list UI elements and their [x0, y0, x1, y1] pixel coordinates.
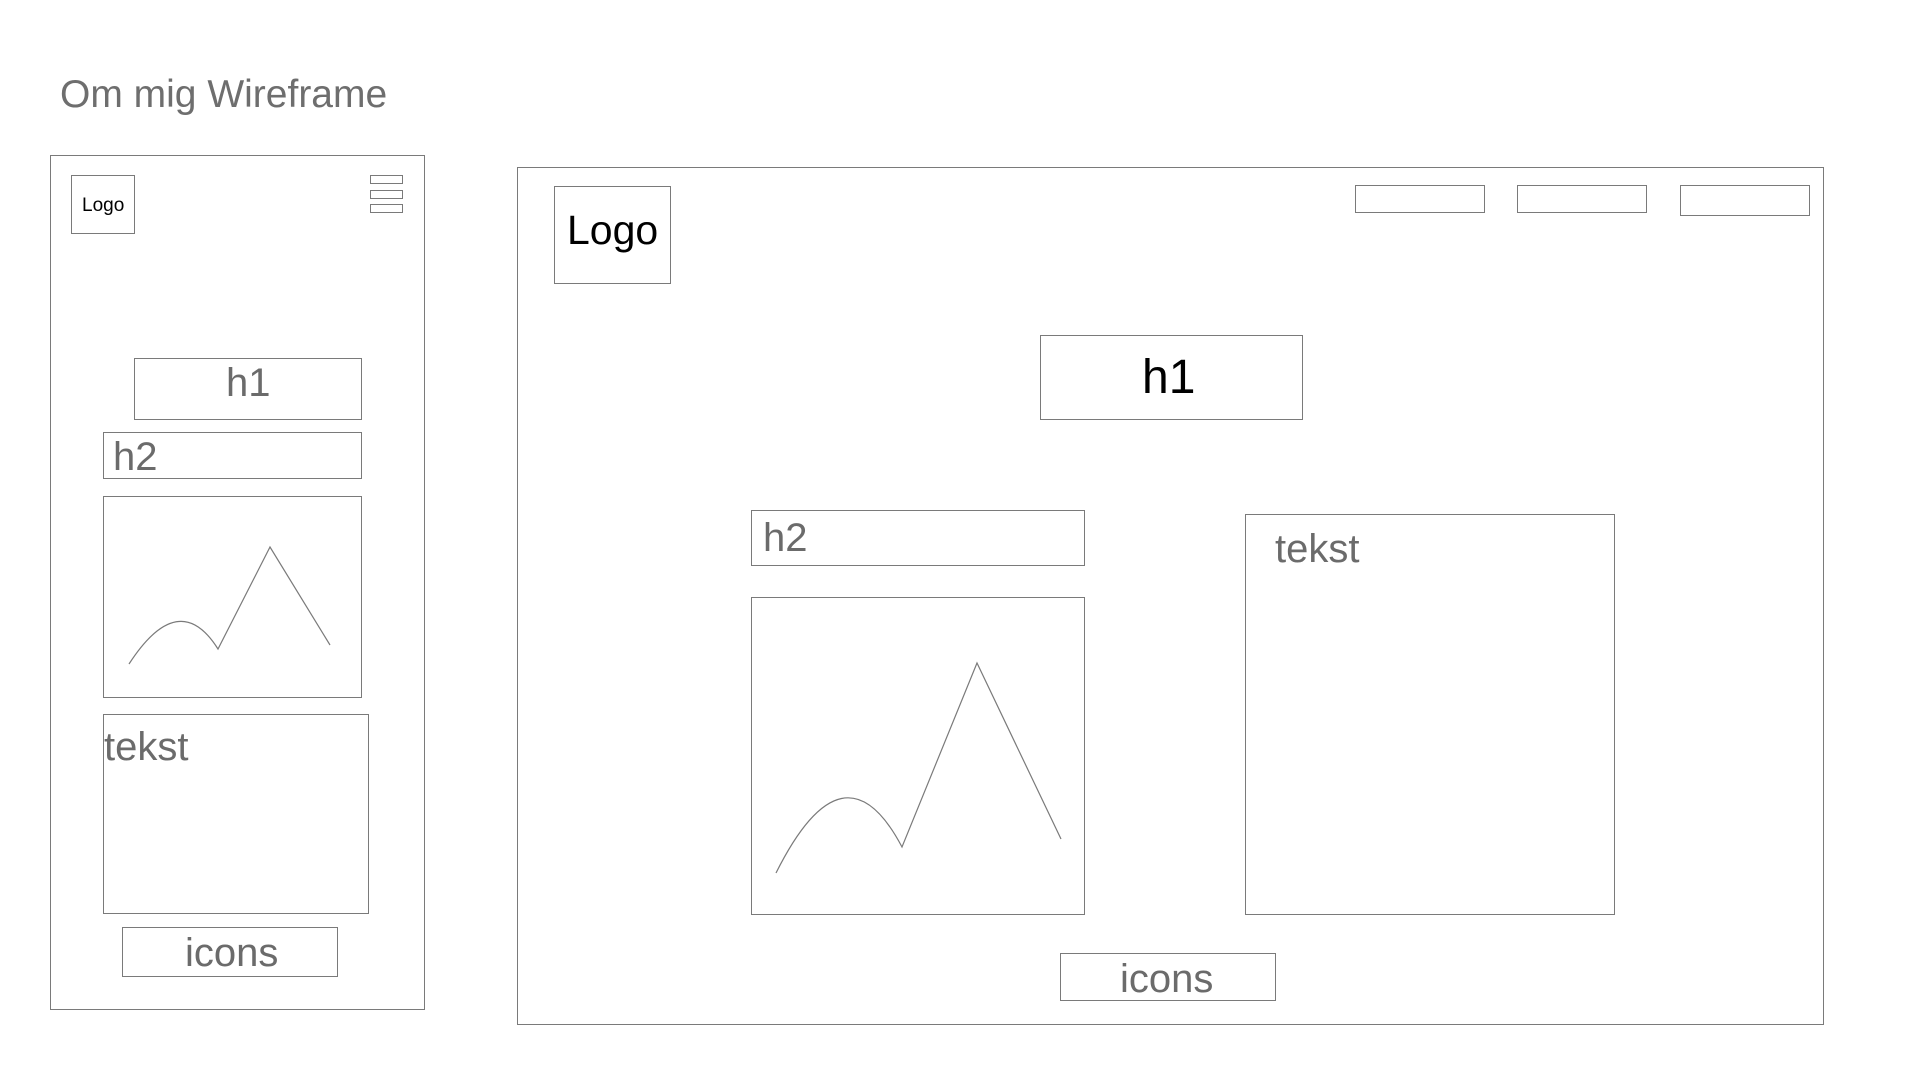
mountain-image-placeholder-icon: [128, 545, 331, 665]
mobile-h1-box: h1: [134, 358, 362, 420]
desktop-logo-label: Logo: [567, 207, 659, 253]
desktop-nav-item-2[interactable]: [1517, 185, 1647, 213]
mobile-logo-label: Logo: [82, 195, 125, 216]
desktop-h1-label: h1: [1142, 351, 1196, 404]
hamburger-line-top: [370, 175, 403, 184]
hamburger-line-bottom: [370, 204, 403, 213]
mobile-image-placeholder: [103, 496, 362, 698]
mobile-icons-box: icons: [122, 927, 338, 977]
desktop-nav-item-3[interactable]: [1680, 185, 1810, 216]
page-title: Om mig Wireframe: [60, 73, 388, 116]
hamburger-line-middle: [370, 190, 403, 199]
desktop-wireframe-frame: [517, 167, 1824, 1025]
mobile-h2-box: h2: [103, 432, 362, 479]
desktop-image-placeholder: [751, 597, 1085, 915]
mobile-icons-label: icons: [185, 931, 279, 975]
mobile-wireframe-frame: [50, 155, 425, 1010]
desktop-h2-label: h2: [763, 516, 808, 560]
desktop-logo-box: Logo: [554, 186, 671, 284]
mobile-h1-label: h1: [226, 361, 271, 405]
mobile-text-box: tekst: [103, 714, 369, 914]
desktop-icons-label: icons: [1120, 957, 1214, 1001]
mountain-image-placeholder-icon: [775, 661, 1062, 874]
desktop-h2-box: h2: [751, 510, 1085, 566]
mobile-logo-box: Logo: [71, 175, 135, 234]
mobile-h2-label: h2: [113, 435, 158, 479]
desktop-h1-box: h1: [1040, 335, 1303, 420]
desktop-icons-box: icons: [1060, 953, 1276, 1001]
mobile-text-label: tekst: [104, 725, 189, 769]
desktop-nav-item-1[interactable]: [1355, 185, 1485, 213]
desktop-text-label: tekst: [1275, 527, 1360, 571]
desktop-text-box: tekst: [1245, 514, 1615, 915]
